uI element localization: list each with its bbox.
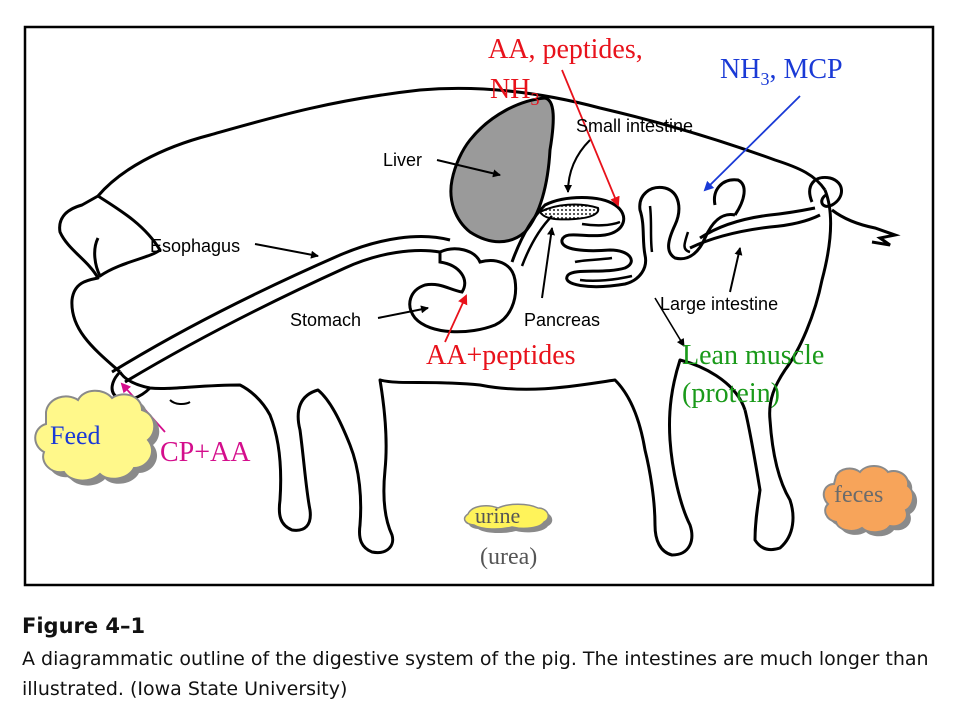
large-intestine-label: Large intestine <box>660 294 778 314</box>
pig-belly-and-legs <box>118 358 747 557</box>
pancreas-pointer <box>541 227 555 299</box>
large-intestine-pointer <box>729 247 743 293</box>
large-intestine-inner <box>689 213 821 250</box>
large-intestine-loop <box>712 178 746 216</box>
small-intestine-coils-inner <box>520 205 691 283</box>
liver-pointer <box>436 159 501 178</box>
aa-peptides-nh3-arrow <box>561 69 620 207</box>
pig-body-outline <box>58 86 827 374</box>
pig-tail <box>808 175 901 247</box>
nh3-mcp-arrow <box>703 95 801 192</box>
urine-blob-body <box>463 503 549 530</box>
pig-mouth <box>169 399 191 406</box>
small-intestine-pointer <box>564 139 591 193</box>
lean-muscle-label-line2: (protein) <box>682 378 780 409</box>
nh3-subscript: 3 <box>530 89 539 109</box>
aa-peptides-label: AA+peptides <box>426 340 576 371</box>
small-intestine-label: Small intestine <box>576 116 693 136</box>
feed-cloud: Feed <box>34 389 160 486</box>
feed-label: Feed <box>50 421 101 450</box>
esophagus-tube <box>111 235 451 374</box>
nh3-mcp-rest: , MCP <box>769 54 842 85</box>
small-intestine-coils <box>510 185 736 289</box>
aa-peptides-arrow <box>444 294 468 343</box>
cp-aa-label: CP+AA <box>160 437 251 468</box>
urea-label: (urea) <box>480 544 537 570</box>
feces-cloud-body <box>822 465 914 534</box>
urine-label: urine <box>475 503 520 528</box>
figure-title: Figure 4–1 <box>22 614 146 638</box>
lean-muscle-label-line1: Lean muscle <box>682 340 824 371</box>
esophagus-tube-inner <box>124 249 441 384</box>
large-intestine <box>699 206 816 240</box>
urine-blob: urine <box>463 503 553 534</box>
aa-peptides-nh3-label-line2: NH3 <box>490 74 539 109</box>
stomach-label: Stomach <box>290 310 361 330</box>
nh3-mcp-nh: NH <box>720 54 760 85</box>
aa-peptides-nh3-label-line1: AA, peptides, <box>488 34 643 65</box>
liver-label: Liver <box>383 150 422 170</box>
figure-caption: A diagrammatic outline of the digestive … <box>22 648 929 700</box>
stomach-organ <box>408 247 518 334</box>
pancreas-label: Pancreas <box>524 310 600 330</box>
liver-organ <box>449 96 555 244</box>
esophagus-pointer <box>254 243 319 259</box>
feed-cloud-body <box>34 389 156 482</box>
lean-muscle-arrow <box>654 297 685 347</box>
pig-rump-and-back-leg <box>743 189 833 552</box>
feces-cloud: feces <box>822 465 918 537</box>
nh3-mcp-subscript: 3 <box>760 69 769 89</box>
nh3-mcp-label: NH3, MCP <box>720 54 843 89</box>
pancreas-organ <box>538 203 600 221</box>
nh3-text: NH <box>490 74 530 105</box>
feces-label: feces <box>834 482 883 508</box>
figure-frame <box>23 25 935 587</box>
esophagus-label: Esophagus <box>150 236 240 256</box>
pig-ear <box>93 194 162 278</box>
stomach-pointer <box>377 305 429 319</box>
